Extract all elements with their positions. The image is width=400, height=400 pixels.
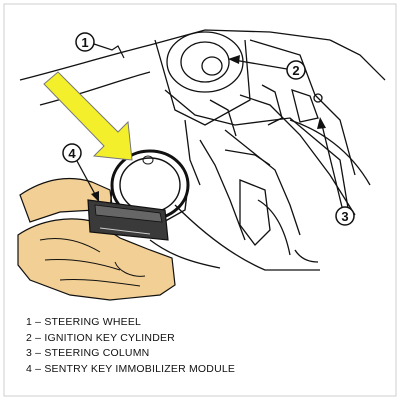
callout-circle-4 <box>62 143 82 163</box>
legend-text: IGNITION KEY CYLINDER <box>44 331 175 344</box>
callout-number-4: 4 <box>68 146 76 161</box>
legend-row-4: 4 – SENTRY KEY IMMOBILIZER MODULE <box>26 362 386 378</box>
legend-separator: – <box>35 316 42 328</box>
callout-circle-1 <box>75 32 95 52</box>
parts-legend: 1 – STEERING WHEEL 2 – IGNITION KEY CYLI… <box>26 315 386 377</box>
callout-arrowhead-2 <box>228 55 240 64</box>
legend-number: 4 <box>26 362 33 375</box>
legend-text: STEERING WHEEL <box>44 316 142 328</box>
immobilizer-module-body <box>87 199 169 241</box>
callout-number-3: 3 <box>341 209 348 224</box>
legend-text: SENTRY KEY IMMOBILIZER MODULE <box>44 362 236 375</box>
legend-separator: – <box>35 347 42 359</box>
legend-text: STEERING COLUMN <box>44 347 150 359</box>
legend-separator: – <box>35 362 42 375</box>
callout-number-2: 2 <box>292 63 299 78</box>
legend-row-1: 1 – STEERING WHEEL <box>26 315 386 331</box>
legend-number: 1 <box>26 316 33 328</box>
legend-row-3: 3 – STEERING COLUMN <box>26 346 386 362</box>
callout-number-1: 1 <box>81 35 88 50</box>
callout-3: 3 <box>317 117 355 226</box>
frame-border <box>3 3 397 397</box>
callout-arrowhead-3 <box>317 117 326 129</box>
callout-2: 2 <box>228 55 306 80</box>
callout-leader-4 <box>76 160 97 197</box>
legend-number: 2 <box>26 331 33 344</box>
yellow-arrow <box>43 71 133 161</box>
legend-separator: – <box>35 331 42 344</box>
callout-1: 1 <box>75 32 125 59</box>
callout-4: 4 <box>62 143 99 202</box>
callout-circle-3 <box>335 206 355 226</box>
steering-column-sketch <box>19 29 386 271</box>
callout-leader-2 <box>233 59 288 70</box>
callout-circle-2 <box>286 60 306 80</box>
callout-leader-3 <box>321 124 343 208</box>
legend-number: 3 <box>26 347 33 359</box>
callout-arrowhead-4 <box>91 191 99 202</box>
callout-leader-1 <box>93 43 125 59</box>
legend-row-2: 2 – IGNITION KEY CYLINDER <box>26 331 386 347</box>
